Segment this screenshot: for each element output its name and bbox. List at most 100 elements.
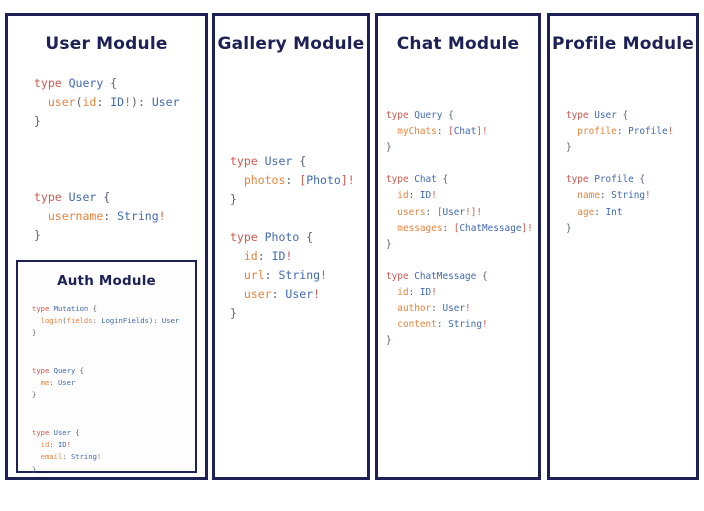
code-token: :	[616, 126, 629, 138]
code-line: login(fields: LoginFields): User	[32, 315, 195, 327]
code-token: !	[482, 126, 488, 138]
code-token: [	[299, 173, 307, 187]
code-line: type User {	[34, 188, 205, 207]
code-token: ID	[419, 190, 432, 202]
code-token: !	[667, 126, 674, 138]
code-token: !	[285, 249, 293, 263]
code-token: )	[131, 95, 138, 109]
code-line: type Photo {	[230, 228, 367, 247]
code-token: }	[230, 306, 237, 320]
code-token: :	[137, 95, 152, 109]
code-token: }	[34, 228, 41, 242]
code-token: type	[34, 190, 69, 204]
code-line: }	[34, 226, 205, 245]
code-token: age	[577, 206, 595, 218]
code-token: {	[96, 190, 111, 204]
code-token: {	[476, 270, 488, 282]
code-token: !	[313, 287, 321, 301]
code-line: id: ID!	[386, 285, 538, 301]
code-token: ]	[470, 206, 477, 218]
code-token: profile	[577, 126, 617, 138]
code-token: User	[53, 427, 71, 437]
code-token: name	[577, 190, 600, 202]
code-line: id: ID!	[230, 247, 367, 266]
code-line: id: ID!	[386, 188, 538, 204]
code-token: !	[465, 206, 471, 218]
code-token	[566, 126, 577, 137]
code-token: User	[264, 154, 293, 168]
code-token: Chat	[453, 126, 477, 138]
code-token: String	[611, 190, 646, 202]
code-block-chat-module: type Query { myChats: [Chat]!} type Chat…	[386, 108, 538, 349]
code-line: user: User!	[230, 285, 367, 304]
code-token: :	[285, 173, 300, 187]
code-token: {	[442, 110, 454, 121]
code-token: Query	[68, 76, 104, 90]
code-token: Query	[414, 110, 443, 121]
code-token: ID	[271, 249, 286, 263]
code-line: username: String!	[34, 207, 205, 226]
code-token: :	[62, 452, 71, 462]
code-token: {	[616, 110, 629, 121]
code-token	[386, 207, 397, 218]
code-token: {	[103, 76, 118, 90]
code-line: email: String!	[32, 451, 195, 463]
code-line: type Chat {	[386, 172, 538, 188]
code-token: :	[599, 190, 612, 202]
panel-user-module[interactable]: User Module type Query { user(id: ID!): …	[5, 13, 208, 480]
code-token: }	[386, 142, 392, 154]
code-token	[34, 95, 48, 109]
code-token: id	[40, 439, 50, 449]
code-token: }	[386, 238, 392, 250]
code-token	[386, 287, 397, 298]
code-token: {	[88, 303, 97, 313]
code-line: }	[386, 237, 538, 253]
code-token: !	[431, 287, 437, 299]
code-token: String	[70, 452, 97, 462]
code-token: ID	[110, 95, 125, 109]
panel-profile-module[interactable]: Profile Module type User { profile: Prof…	[547, 13, 699, 480]
code-line	[386, 253, 538, 269]
code-line: type Query {	[386, 108, 538, 124]
code-token: Photo	[264, 230, 300, 244]
code-line	[32, 340, 195, 352]
code-block-auth-module: type Mutation { login(fields: LoginField…	[32, 303, 195, 477]
code-token: }	[386, 335, 392, 347]
code-token: type	[230, 230, 265, 244]
code-line: content: String!	[386, 317, 538, 333]
code-token: (	[62, 315, 67, 325]
code-token: author	[397, 303, 432, 315]
code-token	[386, 303, 397, 314]
code-token: ChatMessage	[414, 270, 477, 282]
panel-chat-module[interactable]: Chat Module type Query { myChats: [Chat]…	[375, 13, 541, 480]
code-line: }	[230, 304, 367, 323]
code-token: Int	[605, 206, 623, 218]
code-token	[34, 209, 48, 223]
code-token: !	[527, 222, 533, 234]
code-token: type	[386, 174, 415, 186]
code-token: email	[40, 452, 63, 462]
code-line: type ChatMessage {	[386, 269, 538, 285]
code-token: )	[148, 315, 154, 325]
panel-auth-module[interactable]: Auth Module type Mutation { login(fields…	[16, 260, 197, 474]
panel-gallery-module[interactable]: Gallery Module type User { photos: [Phot…	[212, 13, 370, 480]
code-line: }	[230, 190, 367, 209]
code-token: login	[40, 315, 63, 325]
code-line	[34, 150, 205, 169]
code-token: :	[408, 287, 420, 299]
code-token: url	[243, 268, 265, 282]
code-block-gallery-module: type User { photos: [Photo]!} type Photo…	[230, 152, 367, 323]
code-token: content	[397, 319, 437, 331]
code-line: type Query {	[32, 365, 195, 377]
code-token	[566, 207, 577, 218]
code-token: !	[431, 190, 437, 202]
code-line: }	[386, 140, 538, 156]
code-line: }	[566, 221, 696, 237]
code-token: myChats	[397, 126, 437, 138]
code-token: type	[32, 303, 54, 313]
code-token: me	[40, 377, 50, 387]
code-token	[386, 190, 397, 201]
code-token: ]	[521, 222, 528, 234]
code-line: name: String!	[566, 188, 696, 204]
